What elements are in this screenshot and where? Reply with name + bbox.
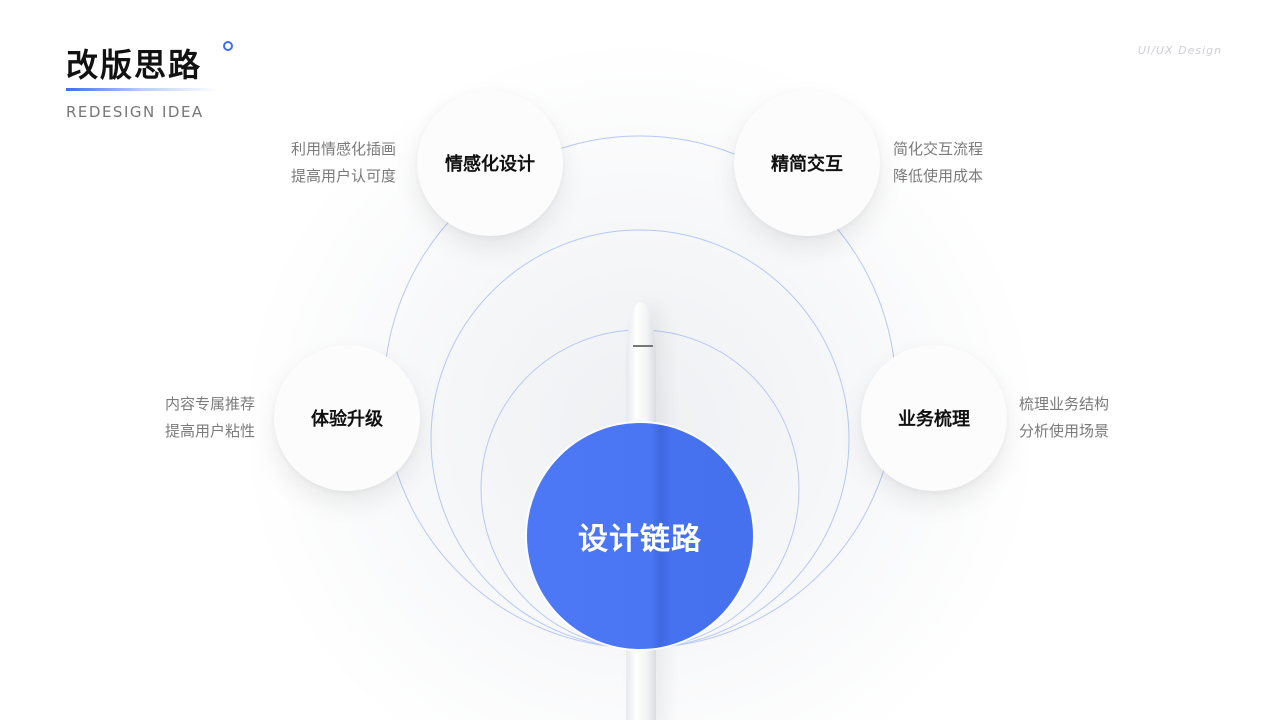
desc-line: 提高用户粘性 [165, 422, 256, 440]
stylus-band [633, 345, 653, 347]
node-business-review-desc: 梳理业务结构 分析使用场景 [1019, 391, 1109, 445]
node-label: 体验升级 [311, 409, 383, 430]
desc-line: 简化交互流程 [893, 140, 984, 158]
desc-line: 提高用户认可度 [291, 167, 397, 185]
center-design-chain: 设计链路 [527, 423, 753, 649]
desc-line: 降低使用成本 [893, 167, 984, 185]
desc-line: 梳理业务结构 [1019, 395, 1110, 413]
title-underline [66, 88, 218, 91]
brand-label: UI/UX Design [1138, 44, 1223, 57]
page-subtitle: REDESIGN IDEA [66, 103, 204, 121]
node-experience-upgrade: 体验升级 [274, 345, 420, 491]
node-simplified-interaction: 精简交互 [734, 90, 880, 236]
desc-line: 分析使用场景 [1019, 422, 1110, 440]
desc-line: 内容专属推荐 [165, 395, 256, 413]
center-label: 设计链路 [578, 522, 702, 557]
ring-dot-icon [223, 41, 233, 51]
desc-line: 利用情感化插画 [291, 140, 397, 158]
node-label: 情感化设计 [445, 154, 535, 175]
page-title: 改版思路 [66, 46, 203, 84]
node-emotional-design: 情感化设计 [417, 90, 563, 236]
node-simplified-interaction-desc: 简化交互流程 降低使用成本 [893, 136, 983, 190]
node-label: 业务梳理 [898, 409, 970, 430]
node-label: 精简交互 [771, 154, 843, 175]
node-emotional-design-desc: 利用情感化插画 提高用户认可度 [291, 136, 396, 190]
node-experience-upgrade-desc: 内容专属推荐 提高用户粘性 [165, 391, 255, 445]
node-business-review: 业务梳理 [861, 345, 1007, 491]
